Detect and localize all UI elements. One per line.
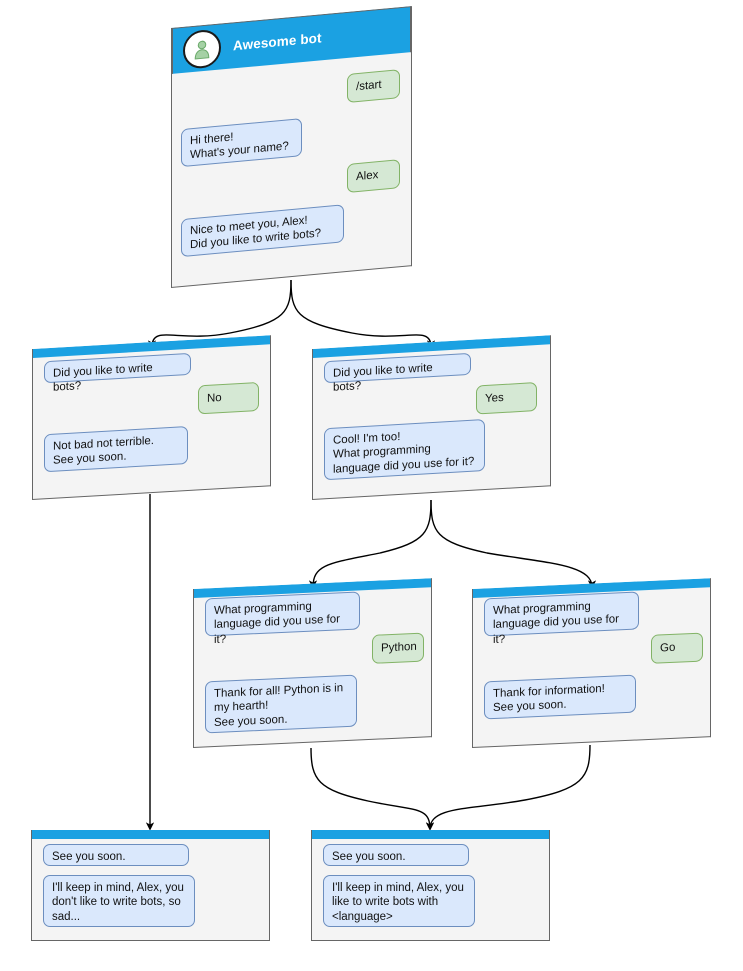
message-bubble-user: Python: [372, 632, 424, 664]
message-bubble-bot: Not bad not terrible. See you soon.: [44, 426, 188, 473]
message-bubble-bot: Thank for all! Python is in my hearth! S…: [205, 674, 357, 734]
card-no-branch[interactable]: Did you like to write bots? No Not bad n…: [32, 335, 271, 500]
message-bubble-user: Yes: [476, 382, 537, 415]
person-avatar-icon: [183, 27, 221, 70]
edge-root-to-yes: [290, 279, 436, 349]
card-end-no-titlebar: [32, 830, 269, 839]
message-bubble-user: /start: [347, 69, 400, 103]
card-root[interactable]: Awesome bot /start Hi there! What's your…: [171, 6, 412, 288]
message-bubble-bot: What programming language did you use fo…: [484, 591, 639, 646]
message-bubble-bot: Nice to meet you, Alex! Did you like to …: [181, 204, 344, 258]
message-bubble-bot: See you soon.: [43, 844, 189, 866]
edge-yes-to-python: [308, 499, 432, 589]
card-end-yes[interactable]: See you soon. I'll keep in mind, Alex, y…: [311, 830, 550, 941]
card-end-no[interactable]: See you soon. I'll keep in mind, Alex, y…: [31, 830, 270, 941]
message-bubble-user: Go: [651, 632, 703, 664]
message-bubble-bot: I'll keep in mind, Alex, you like to wri…: [323, 875, 475, 927]
message-bubble-bot: See you soon.: [323, 844, 469, 866]
edge-go-to-end-yes: [425, 744, 591, 831]
message-bubble-bot: Cool! I'm too! What programming language…: [324, 419, 485, 481]
message-bubble-user: No: [198, 381, 259, 415]
message-bubble-bot: Did you like to write bots?: [44, 352, 191, 394]
message-bubble-user: Alex: [347, 159, 400, 193]
edge-python-to-end-yes: [310, 747, 435, 831]
card-yes-branch[interactable]: Did you like to write bots? Yes Cool! I'…: [312, 335, 551, 500]
card-python-branch[interactable]: What programming language did you use fo…: [193, 578, 432, 748]
message-bubble-bot: Did you like to write bots?: [324, 352, 471, 394]
edge-yes-to-go: [430, 499, 597, 589]
message-bubble-bot: Hi there! What's your name?: [181, 118, 302, 168]
card-root-title: Awesome bot: [233, 30, 322, 54]
card-go-branch[interactable]: What programming language did you use fo…: [472, 578, 711, 748]
card-end-yes-titlebar: [312, 830, 549, 839]
message-bubble-bot: I'll keep in mind, Alex, you don't like …: [43, 875, 195, 927]
card-root-titlebar: Awesome bot: [172, 6, 411, 74]
message-bubble-bot: What programming language did you use fo…: [205, 591, 360, 646]
message-bubble-bot: Thank for information! See you soon.: [484, 674, 636, 720]
